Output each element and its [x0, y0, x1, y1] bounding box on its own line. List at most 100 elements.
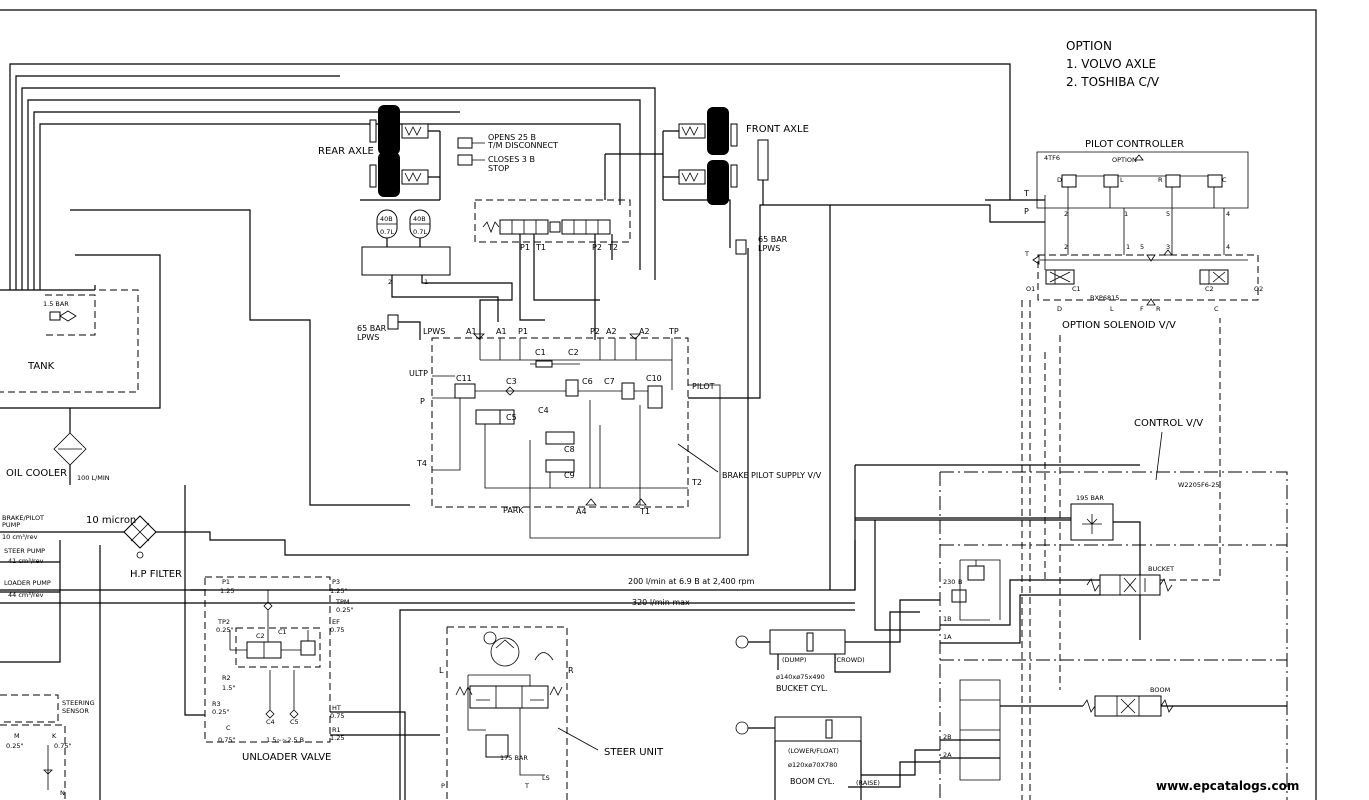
lpws-switches: 65 BAR LPWS 65 BAR LPWS	[357, 235, 788, 342]
bp-c10: C10	[646, 374, 662, 383]
stop-label: STOP	[488, 164, 509, 173]
tank: 1.5 BAR TANK	[0, 289, 139, 393]
bp-c2: C2	[568, 348, 579, 357]
lpws1-label: LPWS	[758, 244, 780, 253]
bp-t2: T2	[691, 478, 702, 487]
brake-pilot-supply-label: BRAKE PILOT SUPPLY V/V	[722, 471, 822, 480]
boom-size-label: ø120xø70X780	[788, 761, 837, 769]
os-c: C	[1214, 305, 1219, 313]
micron-label: 10 micron	[86, 515, 136, 526]
brake-pilot-supply-valve: LPWS A1 A1 P1 P2 A2 A2 TP ULTP P T4 T2 P…	[409, 204, 831, 590]
relief-230: 230	[943, 578, 955, 586]
port-1a: 1A	[943, 633, 952, 641]
su-p: P	[441, 782, 445, 790]
ul-tp2: TP2	[217, 618, 230, 626]
pilot-controller: PILOT CONTROLLER 4TF6 OPTION D L R C T P…	[830, 139, 1249, 270]
bp-park: PARK	[503, 506, 524, 515]
raise-label: (RAISE)	[856, 779, 880, 787]
sensor-k: K	[52, 732, 57, 740]
option-item-2: 2. TOSHIBA C/V	[1066, 75, 1160, 89]
flow-320-label: 320 l/min max	[632, 598, 690, 607]
pc-1: 1	[1124, 210, 1128, 218]
ul-p1: P1	[222, 578, 230, 586]
os-1: 1	[1126, 243, 1130, 251]
accumulators: 40B 0.7L 40B 0.7L 2 1	[361, 209, 513, 340]
loader-pump-label-a: LOADER PUMP	[4, 579, 51, 587]
steering-sensor-a: STEERING	[62, 699, 95, 707]
bp-a2b: A2	[639, 327, 650, 336]
os-o2: O2	[1254, 285, 1263, 293]
tank-label: TANK	[27, 361, 55, 372]
steering-sensor-b: SENSOR	[62, 707, 89, 715]
bp-c11: C11	[456, 374, 472, 383]
ul-075a: 0.75	[330, 626, 344, 634]
bp-c5: C5	[506, 413, 517, 422]
ul-025a: 0.25"	[336, 606, 353, 614]
boom-label: BOOM	[1150, 686, 1170, 694]
brake-pump-label-b: PUMP	[2, 521, 20, 529]
bp-a1a: A1	[466, 327, 477, 336]
control-vv-label: CONTROL V/V	[1134, 418, 1203, 429]
oil-cooler: OIL COOLER 100 L/MIN	[6, 408, 110, 485]
su-t: T	[524, 782, 529, 790]
ul-125a: 1.25	[220, 587, 234, 595]
option-solenoid-valve: T 2 1 5 3 4 O1 C1 C2 O2 BXP6815 D L F R …	[1024, 243, 1263, 331]
ul-125b: 1.25"	[330, 587, 347, 595]
ul-range: 1.5~~2.5 B	[266, 736, 304, 744]
bp-t1: T1	[639, 507, 650, 516]
unloader-valve-label: UNLOADER VALVE	[242, 752, 331, 763]
bv-t1: T1	[535, 243, 546, 252]
unloader-valve: P1 1.25 P3 1.25" TPM 0.25" TP2 0.25" EF …	[184, 485, 440, 800]
boom-cylinder: (LOWER/FLOAT) ø120xø70X780 BOOM CYL. (RA…	[735, 716, 940, 800]
pc-c: C	[1222, 176, 1227, 184]
bp-lpws: LPWS	[423, 327, 445, 336]
bp-tp: TP	[668, 327, 679, 336]
ul-c: C	[226, 724, 231, 732]
bp-a1b: A1	[496, 327, 507, 336]
ul-c1: C1	[278, 628, 287, 636]
bp-c3: C3	[506, 377, 517, 386]
ul-075c: 0.75"	[218, 736, 235, 744]
su-r: R	[568, 666, 574, 675]
ul-025b: 0.25"	[216, 626, 233, 634]
ul-125c: 1.25	[330, 734, 344, 742]
bp-c4: C4	[538, 406, 549, 415]
pc-l: L	[1120, 176, 1124, 184]
steer-pump-label-a: STEER PUMP	[4, 547, 45, 555]
bp-t4: T4	[416, 459, 427, 468]
bp-c6: C6	[582, 377, 593, 386]
ul-r2: R2	[222, 674, 231, 682]
pc-2: 2	[1064, 210, 1068, 218]
bv-p2: P2	[592, 243, 602, 252]
ul-c4: C4	[266, 718, 275, 726]
front-axle-label: FRONT AXLE	[746, 124, 809, 135]
brake-valves: P1 T1 P2 T2	[474, 199, 631, 340]
steer-unit: 175 BAR L R LS P T STEER UNIT	[399, 609, 855, 800]
ul-075b: 0.75	[330, 712, 344, 720]
su-175: 175 BAR	[500, 754, 528, 762]
ul-r3: R3	[212, 700, 221, 708]
sensor-m: M	[14, 732, 20, 740]
os-t: T	[1024, 250, 1029, 258]
watermark: www.epcatalogs.com	[1156, 779, 1299, 793]
os-3: 3	[1166, 243, 1170, 251]
os-r: R	[1156, 305, 1161, 313]
acc1-volume: 0.7L	[380, 228, 394, 236]
crowd-label: (CROWD)	[834, 656, 865, 664]
bucket-label: BUCKET	[1148, 565, 1174, 573]
ul-c5: C5	[290, 718, 299, 726]
lower-float-label: (LOWER/FLOAT)	[788, 747, 839, 755]
oil-cooler-flow: 100 L/MIN	[77, 474, 110, 482]
bp-c9: C9	[564, 471, 575, 480]
os-o1: O1	[1026, 285, 1035, 293]
lpws2-bar: 65 BAR	[357, 324, 387, 333]
bp-c8: C8	[564, 445, 575, 454]
os-l: L	[1110, 305, 1114, 313]
bp-p: P	[420, 397, 425, 406]
bp-a2a: A2	[606, 327, 617, 336]
acc-port-1: 1	[424, 278, 428, 286]
steering-sensor: STEERING SENSOR M K 0.25" 0.75" N	[0, 694, 95, 800]
pc-option: OPTION	[1112, 156, 1137, 164]
rear-axle: REAR AXLE OPENS 25 B T/M DISCONNECT CLOS…	[318, 105, 558, 201]
